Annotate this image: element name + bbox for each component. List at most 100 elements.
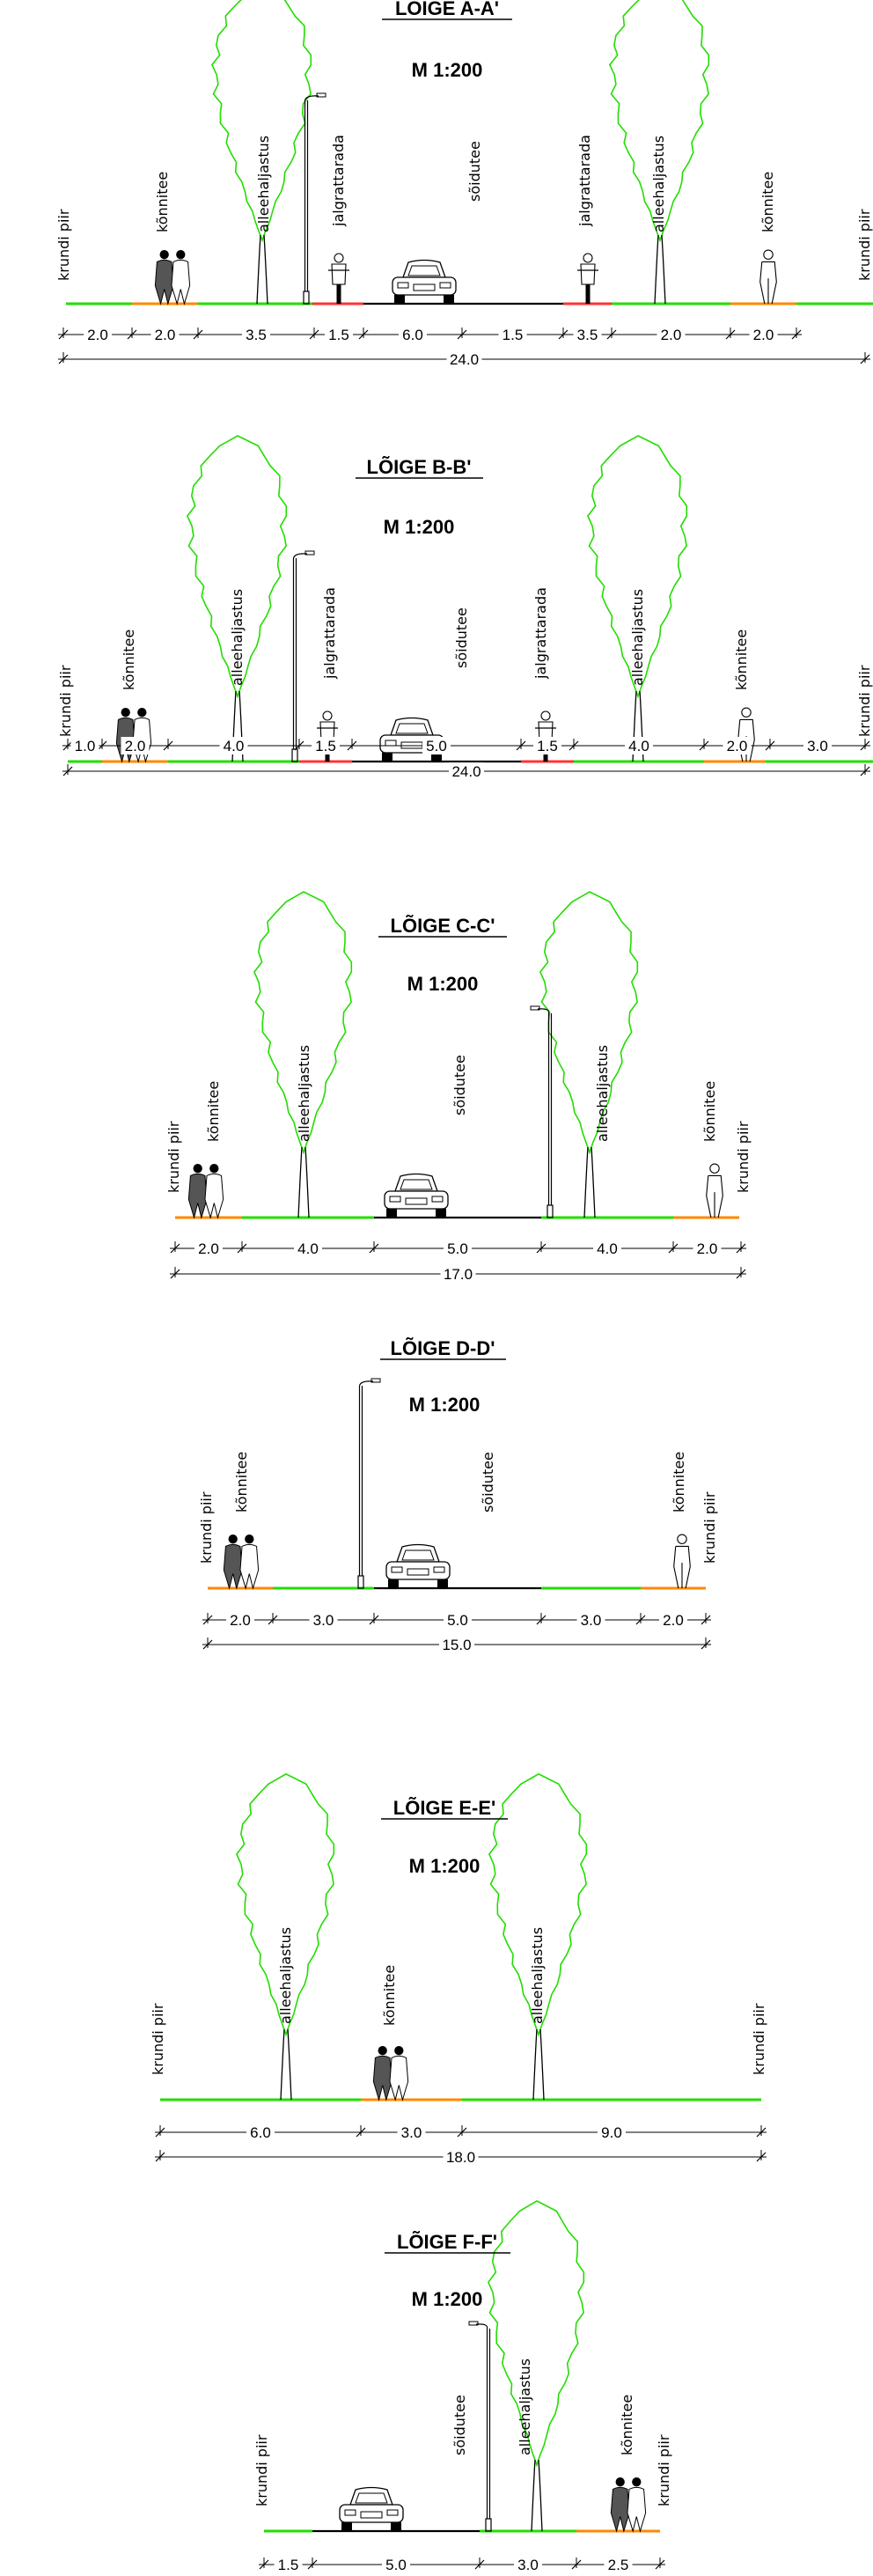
dimension-value: 3.0 [807, 738, 828, 754]
dimension-value: 2.0 [155, 327, 176, 343]
dimension-value: 3.0 [313, 1612, 334, 1629]
pedestrian-pair-icon [372, 2046, 409, 2101]
dimension-value: 1.5 [315, 738, 336, 754]
lamp-post-icon [291, 550, 315, 762]
tree-icon [539, 891, 639, 1218]
dimension-value: 2.5 [608, 2557, 629, 2573]
dimension-chain [259, 2556, 665, 2573]
label-property-line: krundi piir [253, 2434, 270, 2506]
pedestrian-icon [673, 1534, 691, 1589]
label-property-line: krundi piir [856, 209, 873, 281]
label-bike-lane: jalgrattarada [576, 135, 593, 227]
label-bike-lane: jalgrattarada [321, 587, 338, 680]
label-property-line: krundi piir [57, 665, 74, 737]
dimension-value: 9.0 [601, 2124, 622, 2141]
pedestrian-pair-icon [223, 1535, 260, 1590]
dimension-value: 1.0 [75, 738, 96, 754]
scale-label: M 1:200 [412, 59, 483, 81]
dimension-value: 5.0 [447, 1240, 468, 1257]
dimension-value: 2.0 [697, 1240, 718, 1257]
pedestrian-pair-icon [187, 1164, 224, 1219]
label-property-line: krundi piir [55, 209, 72, 281]
tree-icon [235, 1773, 335, 2101]
dimension-total: 24.0 [451, 763, 481, 780]
lamp-post-icon [530, 1005, 554, 1218]
dimension-value: 4.0 [224, 738, 245, 754]
pedestrian-pair-icon [154, 250, 191, 305]
tree-icon [487, 2200, 585, 2532]
scale-label: M 1:200 [409, 1394, 481, 1416]
scale-label: M 1:200 [412, 2288, 483, 2310]
dimensions-layer [58, 326, 870, 2573]
car-icon [392, 259, 457, 304]
dimension-value: 2.0 [663, 1612, 684, 1629]
text-layer: LÕIGE A-A' M 1:200 krundi piir kõnnitee alle… [55, 0, 873, 2573]
dimension-chain [62, 737, 870, 780]
label-carriageway: sõidutee [466, 141, 483, 202]
section-title: LÕIGE C-C' [391, 915, 495, 937]
dimension-total: 18.0 [446, 2149, 475, 2166]
label-sidewalk: kõnnitee [381, 1965, 398, 2026]
label-sidewalk: kõnnitee [154, 172, 171, 232]
dimension-value: 4.0 [597, 1240, 618, 1257]
dimension-value: 4.0 [628, 738, 649, 754]
dimension-value: 6.0 [402, 327, 423, 343]
dimension-chain [170, 1240, 746, 1283]
dimension-value: 1.5 [328, 327, 349, 343]
pedestrian-pair-icon [610, 2477, 647, 2533]
dimension-value: 5.0 [385, 2557, 407, 2573]
dimension-value: 2.0 [727, 738, 748, 754]
pedestrian-icon [706, 1163, 723, 1218]
lamp-post-icon [303, 92, 326, 305]
scale-label: M 1:200 [384, 516, 455, 538]
dimension-total: 15.0 [442, 1637, 471, 1653]
label-sidewalk: kõnnitee [701, 1081, 718, 1142]
dimension-value: 2.0 [87, 327, 108, 343]
label-sidewalk: kõnnitee [121, 629, 137, 690]
label-property-line: krundi piir [751, 2003, 767, 2075]
dimension-value: 3.0 [517, 2557, 539, 2573]
label-tree-alley: alleehaljastus [277, 1927, 294, 2024]
dimension-value: 3.5 [246, 327, 267, 343]
label-sidewalk: kõnnitee [671, 1452, 687, 1512]
label-property-line: krundi piir [656, 2434, 672, 2506]
dimension-value: 2.0 [661, 327, 682, 343]
tree-icon [253, 891, 353, 1218]
scale-label: M 1:200 [409, 1855, 481, 1877]
label-sidewalk: kõnnitee [619, 2395, 635, 2455]
section-title: LÕIGE D-D' [391, 1337, 495, 1359]
label-tree-alley: alleehaljastus [229, 589, 246, 686]
dimension-value: 3.0 [401, 2124, 422, 2141]
label-sidewalk: kõnnitee [205, 1081, 222, 1142]
dimension-value: 1.5 [278, 2557, 299, 2573]
label-carriageway: sõidutee [453, 607, 470, 668]
dimension-value: 1.5 [503, 327, 524, 343]
label-sidewalk: kõnnitee [233, 1452, 250, 1512]
label-property-line: krundi piir [150, 2003, 166, 2075]
label-tree-alley: alleehaljastus [296, 1045, 312, 1142]
car-icon [385, 1543, 451, 1588]
dimension-total: 24.0 [450, 351, 479, 368]
section-title: LÕIGE A-A' [395, 0, 499, 19]
label-carriageway: sõidutee [451, 2395, 468, 2455]
label-tree-alley: alleehaljastus [255, 136, 272, 232]
dimension-value: 3.0 [581, 1612, 602, 1629]
dimension-value: 3.5 [577, 327, 598, 343]
dimension-value: 5.0 [447, 1612, 468, 1629]
cyclist-icon [328, 253, 349, 304]
dimension-value: 2.0 [198, 1240, 219, 1257]
label-property-line: krundi piir [856, 665, 873, 737]
dimension-chain [155, 2123, 767, 2166]
label-property-line: krundi piir [198, 1491, 215, 1564]
scale-label: M 1:200 [407, 973, 479, 995]
dimension-value: 1.5 [537, 738, 558, 754]
label-tree-alley: alleehaljastus [594, 1045, 611, 1142]
section-title: LÕIGE F-F' [397, 2231, 497, 2253]
label-sidewalk: kõnnitee [733, 629, 750, 690]
section-title: LÕIGE B-B' [367, 456, 472, 478]
label-carriageway: sõidutee [480, 1452, 496, 1512]
lamp-post-icon [468, 2321, 492, 2532]
label-property-line: krundi piir [735, 1121, 752, 1193]
label-carriageway: sõidutee [451, 1055, 468, 1115]
